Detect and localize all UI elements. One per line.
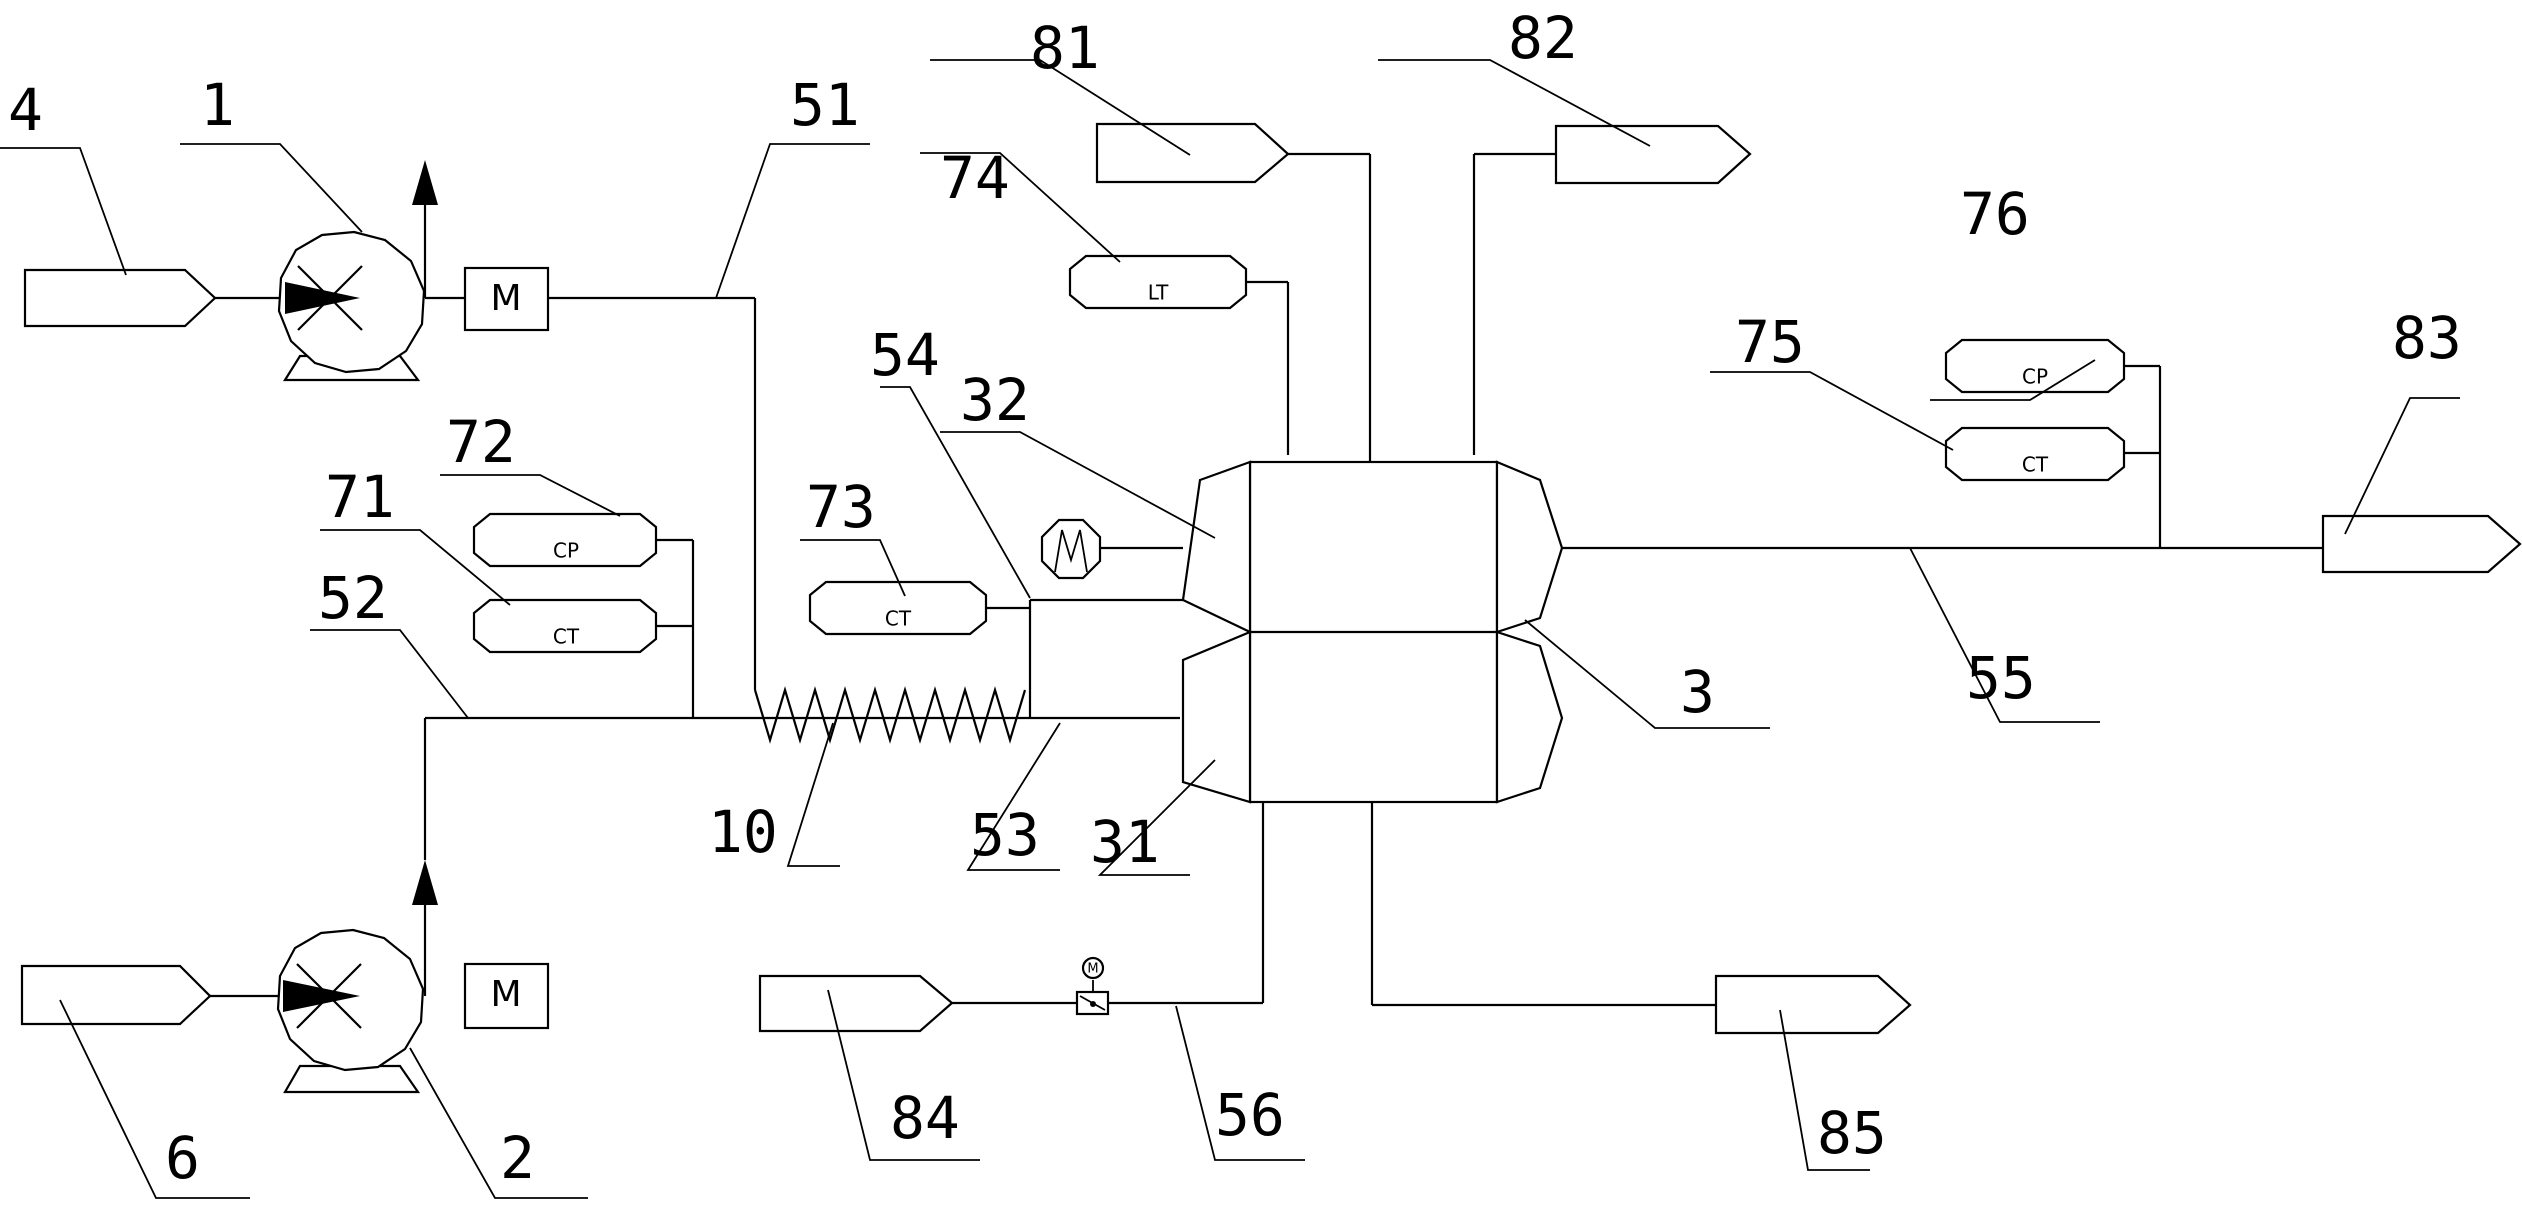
pump-2	[276, 860, 438, 1094]
sink-box-82	[1554, 124, 1752, 185]
label-83: 83	[2392, 304, 2462, 372]
label-52: 52	[318, 564, 388, 632]
motor-1: M	[463, 266, 550, 332]
svg-text:M: M	[1087, 962, 1098, 977]
label-4: 4	[8, 76, 43, 144]
label-6: 6	[165, 1124, 200, 1192]
label-73: 73	[806, 473, 876, 541]
leader-lines	[0, 59, 2460, 1199]
source-box-6	[20, 964, 212, 1026]
label-55: 55	[1966, 644, 2036, 712]
mixer-motor	[1040, 518, 1102, 580]
label-84: 84	[890, 1084, 960, 1152]
label-31: 31	[1090, 808, 1160, 876]
heating-coil	[753, 686, 1027, 744]
svg-text:CT: CT	[885, 607, 912, 631]
pump-1	[277, 160, 438, 382]
instrument-ct-73: CT	[808, 580, 988, 636]
label-56: 56	[1215, 1081, 1285, 1149]
reference-labels: 4 1 51 72 71 52 73 54 32 74 81 82 76 75 …	[8, 4, 2462, 1192]
svg-text:CP: CP	[553, 539, 579, 563]
instrument-ct-71: CT	[472, 598, 658, 654]
svg-text:M: M	[490, 974, 521, 1015]
instrument-cp-76: CP	[1944, 338, 2126, 394]
label-51: 51	[790, 71, 860, 139]
motor-2: M	[463, 962, 550, 1030]
label-2: 2	[500, 1124, 535, 1192]
sink-box-83	[2321, 514, 2522, 574]
label-75: 75	[1735, 308, 1805, 376]
label-3: 3	[1680, 658, 1715, 726]
label-71: 71	[325, 463, 395, 531]
label-1: 1	[200, 71, 235, 139]
svg-text:CT: CT	[553, 625, 580, 649]
source-box-4	[23, 268, 217, 328]
svg-text:M: M	[490, 278, 521, 319]
pipelines	[210, 152, 2323, 1007]
label-74: 74	[940, 144, 1010, 212]
label-10: 10	[708, 798, 778, 866]
sink-box-81	[1095, 122, 1290, 184]
label-76: 76	[1960, 180, 2030, 248]
svg-text:CT: CT	[2022, 453, 2049, 477]
instrument-lt-74: LT	[1068, 254, 1248, 310]
instrument-ct-75: CT	[1944, 426, 2126, 482]
svg-text:CP: CP	[2022, 365, 2048, 389]
label-82: 82	[1508, 4, 1578, 72]
label-53: 53	[970, 801, 1040, 869]
svg-text:LT: LT	[1148, 281, 1169, 305]
label-85: 85	[1817, 1099, 1887, 1167]
label-54: 54	[870, 321, 940, 389]
label-72: 72	[446, 408, 516, 476]
sink-box-85	[1714, 974, 1912, 1035]
motorized-valve: M	[1075, 956, 1110, 1016]
sink-box-84	[758, 974, 954, 1033]
reactor-3	[1181, 460, 1564, 804]
label-32: 32	[960, 366, 1030, 434]
label-81: 81	[1030, 14, 1100, 82]
instrument-cp-72: CP	[472, 512, 658, 568]
